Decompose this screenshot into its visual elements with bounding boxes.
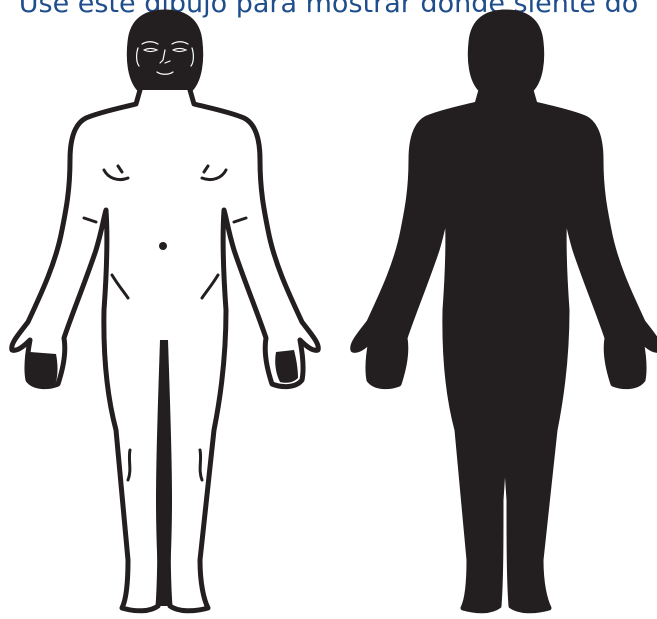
front-left-hand-shadow <box>29 352 58 385</box>
back-body-silhouette <box>353 12 657 611</box>
front-view-figure <box>12 12 319 611</box>
front-navel <box>159 242 167 250</box>
front-right-hand-shadow <box>275 350 298 383</box>
back-view-figure <box>353 12 657 611</box>
